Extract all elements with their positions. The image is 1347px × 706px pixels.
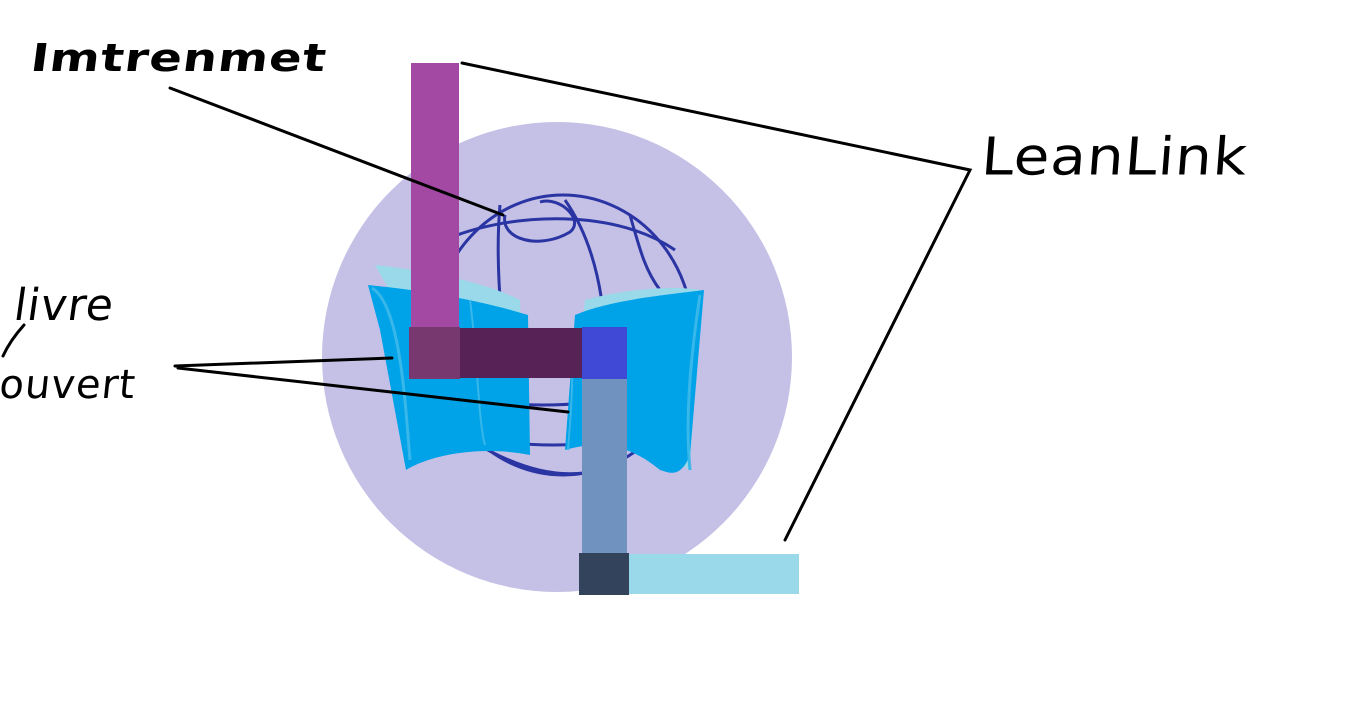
bar-bottom-corner bbox=[579, 553, 629, 595]
bar-corner-left bbox=[409, 327, 460, 379]
bar-lower-vertical bbox=[582, 379, 627, 553]
bar-corner-right bbox=[582, 327, 627, 379]
leanlink-label: LeanLink bbox=[979, 126, 1251, 188]
bar-horizontal bbox=[460, 328, 582, 378]
bar-bottom-horizontal bbox=[629, 554, 799, 594]
internet-pointer-line bbox=[168, 86, 505, 217]
livre-hook-stroke bbox=[1, 323, 26, 358]
livre-pointer-line-lower bbox=[176, 366, 570, 414]
ouvert-label: ouvert bbox=[0, 362, 139, 408]
leanlink-pointer-line bbox=[460, 61, 973, 542]
annotation-lines bbox=[1, 61, 973, 542]
livre-pointer-line-upper bbox=[173, 356, 394, 368]
link-bars bbox=[409, 63, 799, 595]
internet-label: Imtrenmet bbox=[28, 36, 330, 81]
livre-label: livre bbox=[10, 280, 118, 331]
